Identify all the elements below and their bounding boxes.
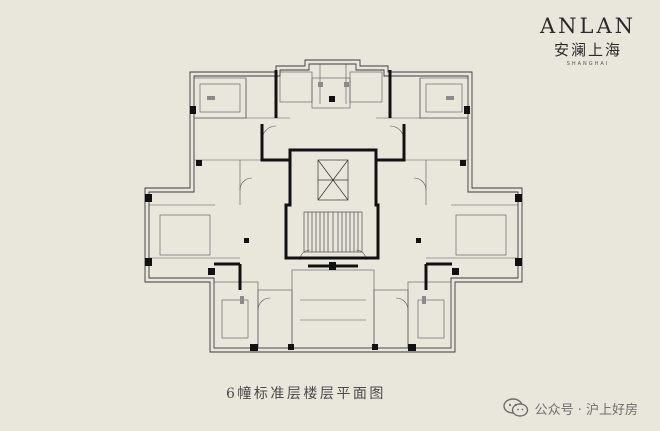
- brand-name-cn: 安澜上海: [553, 41, 622, 59]
- core-walls: [214, 70, 452, 290]
- watermark: 公众号 · 沪上好房: [502, 398, 638, 418]
- outer-outline: [144, 59, 523, 353]
- wechat-icon: [502, 398, 528, 417]
- elevator-shaft: [317, 159, 349, 201]
- brand-subtitle: SHANGHAI: [566, 61, 610, 67]
- brand-logo: ANLAN 安澜上海 SHANGHAI: [540, 14, 636, 68]
- structural-columns: [145, 96, 522, 351]
- brand-name-en: ANLAN: [540, 14, 637, 38]
- staircase: [303, 211, 363, 253]
- watermark-text: 公众号 · 沪上好房: [534, 402, 638, 418]
- room-partitions: [149, 64, 518, 349]
- plan-caption: 6幢标准层楼层平面图: [226, 386, 386, 402]
- fixture-marks: [207, 82, 454, 304]
